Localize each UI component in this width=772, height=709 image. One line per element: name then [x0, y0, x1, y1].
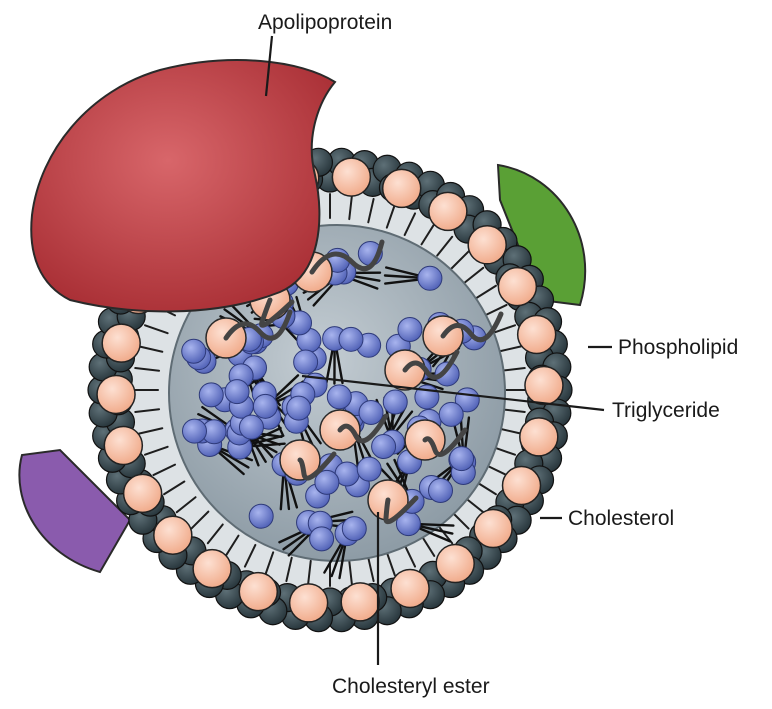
cholesterol-molecule	[332, 158, 370, 196]
cholesterol-molecule	[518, 315, 556, 353]
triglyceride-bead	[239, 415, 263, 439]
triglyceride-bead	[327, 385, 351, 409]
triglyceride-bead	[439, 402, 463, 426]
cholesterol-molecule	[124, 474, 162, 512]
cholesterol-molecule	[498, 268, 536, 306]
triglyceride-bead	[310, 527, 334, 551]
apolipoprotein-red	[31, 60, 335, 311]
cholesterol-molecule	[436, 545, 474, 583]
label-apolipoprotein: Apolipoprotein	[258, 12, 392, 33]
triglyceride-bead	[199, 383, 223, 407]
triglyceride-bead	[372, 435, 396, 459]
triglyceride-bead	[342, 517, 366, 541]
cholesterol-molecule	[474, 510, 512, 548]
cholesterol-molecule	[341, 583, 379, 621]
label-cholesteryl-ester: Cholesteryl ester	[332, 676, 490, 697]
triglyceride-bead	[294, 350, 318, 374]
triglyceride-bead	[182, 339, 206, 363]
label-phospholipid: Phospholipid	[618, 337, 738, 358]
cholesterol-molecule	[193, 550, 231, 588]
triglyceride-bead	[225, 380, 249, 404]
cholesterol-molecule	[391, 569, 429, 607]
cholesterol-molecule	[429, 192, 467, 230]
triglyceride-bead	[359, 401, 383, 425]
cholesterol-molecule	[520, 418, 558, 456]
cholesterol-molecule	[383, 169, 421, 207]
cholesterol-molecule	[525, 367, 563, 405]
triglyceride-bead	[287, 396, 311, 420]
cholesterol-molecule	[104, 427, 142, 465]
triglyceride-bead	[450, 447, 474, 471]
cholesterol-molecule	[97, 375, 135, 413]
triglyceride-bead	[253, 394, 277, 418]
cholesterol-molecule	[468, 226, 506, 264]
cholesterol-molecule	[102, 324, 140, 362]
triglyceride-bead	[418, 266, 442, 290]
triglyceride-bead	[182, 419, 206, 443]
cholesterol-molecule	[290, 584, 328, 622]
triglyceride-bead	[357, 457, 381, 481]
label-triglyceride: Triglyceride	[612, 400, 720, 421]
triglyceride-bead	[249, 504, 273, 528]
cholesterol-molecule	[154, 516, 192, 554]
triglyceride-bead	[383, 390, 407, 414]
triglyceride-bead	[429, 479, 453, 503]
triglyceride-bead	[398, 317, 422, 341]
cholesterol-molecule	[239, 573, 277, 611]
cholesterol-molecule	[503, 466, 541, 504]
triglyceride-bead	[339, 327, 363, 351]
label-cholesterol: Cholesterol	[568, 508, 674, 529]
